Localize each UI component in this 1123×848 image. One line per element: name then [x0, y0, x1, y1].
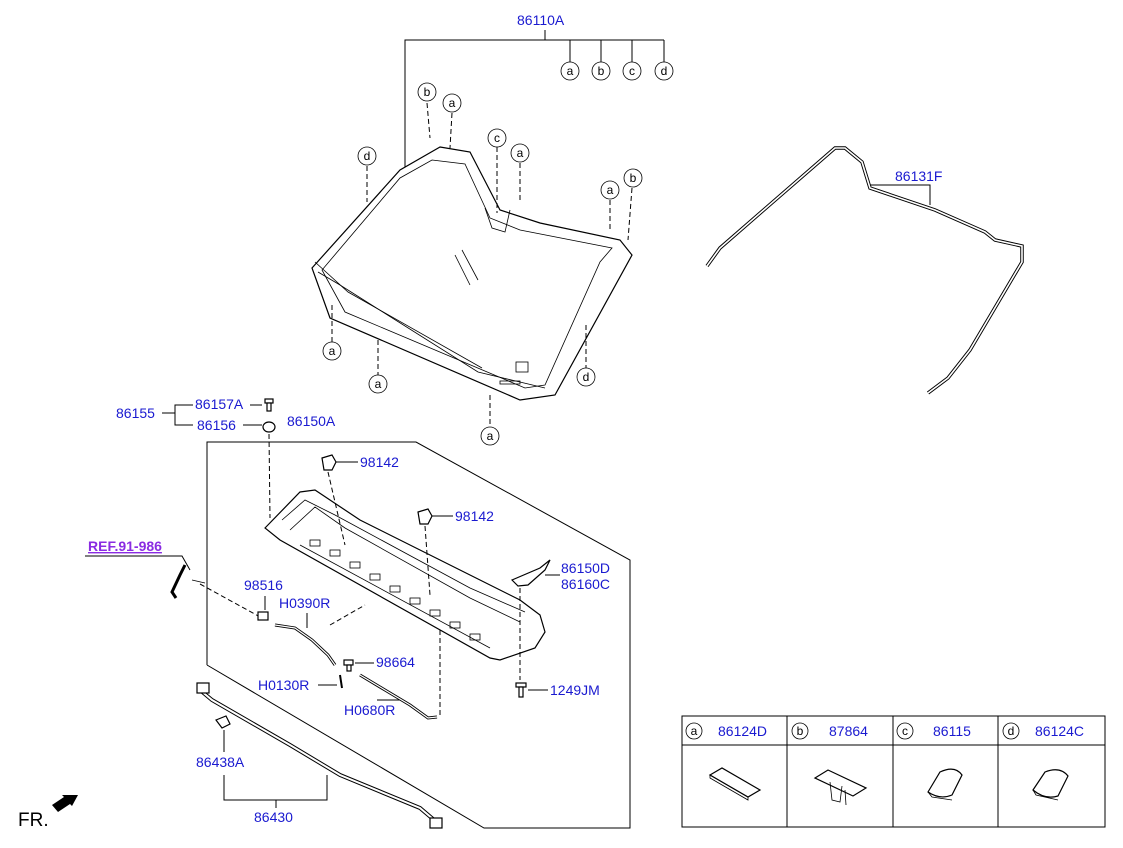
label-86438A[interactable]: 86438A [196, 754, 245, 770]
leader-86110A [404, 39, 664, 170]
svg-text:a: a [449, 96, 456, 110]
callout-a: a [560, 61, 580, 81]
label-H0390R[interactable]: H0390R [279, 595, 330, 611]
ref-hose[interactable] [170, 564, 187, 599]
bolt-1249JM[interactable] [515, 682, 527, 698]
nozzle-98142[interactable] [321, 454, 337, 471]
moulding-group: 86131F [705, 146, 1024, 395]
grommet-86156[interactable] [262, 421, 276, 433]
front-arrow-icon [52, 795, 78, 812]
svg-text:b: b [424, 85, 431, 99]
label-86156[interactable]: 86156 [197, 417, 236, 433]
callout-a: a [368, 374, 388, 394]
callout-a: a [600, 180, 620, 200]
svg-text:87864: 87864 [829, 723, 868, 739]
label-86160C[interactable]: 86160C [561, 576, 610, 592]
label-98142-a[interactable]: 98142 [360, 454, 399, 470]
windshield-group: 86110A a b c d [311, 12, 674, 446]
svg-text:FR.: FR. [18, 810, 49, 831]
clip-86438A[interactable] [215, 715, 231, 729]
svg-text:b: b [797, 724, 804, 738]
cowl-panel[interactable] [264, 489, 546, 661]
label-86430[interactable]: 86430 [254, 809, 293, 825]
ref-link[interactable]: REF.91-986 [88, 538, 162, 554]
callout-d: d [357, 146, 377, 166]
windshield-glass[interactable] [311, 146, 633, 401]
callout-a: a [480, 426, 500, 446]
connector-98516[interactable] [257, 611, 269, 621]
check-valve-98664[interactable] [343, 659, 354, 672]
hose-H0130R[interactable] [339, 674, 343, 689]
svg-text:d: d [661, 64, 668, 78]
svg-text:a: a [607, 183, 614, 197]
svg-text:d: d [1008, 724, 1015, 738]
callout-d: d [576, 367, 596, 387]
screw-86157A[interactable] [264, 398, 274, 412]
svg-text:a: a [375, 377, 382, 391]
callout-c: c [622, 61, 642, 81]
svg-text:a: a [329, 344, 336, 358]
cowl-boundary [206, 441, 631, 829]
callout-b: b [623, 168, 643, 188]
nozzle-98142[interactable] [417, 508, 433, 525]
svg-text:86115: 86115 [933, 723, 971, 739]
callout-d: d [654, 61, 674, 81]
front-indicator: FR. [18, 795, 78, 831]
svg-text:a: a [691, 724, 698, 738]
moulding-strip[interactable] [705, 146, 1024, 395]
svg-text:a: a [567, 64, 574, 78]
label-86150A[interactable]: 86150A [287, 413, 336, 429]
callout-c: c [487, 128, 507, 148]
label-H0680R[interactable]: H0680R [344, 702, 395, 718]
svg-text:b: b [630, 171, 637, 185]
svg-text:c: c [494, 131, 500, 145]
legend-cell-b[interactable]: b 87864 [791, 722, 868, 806]
svg-text:86124C: 86124C [1035, 723, 1084, 739]
callout-a: a [322, 341, 342, 361]
cowl-cover[interactable] [510, 559, 551, 587]
svg-text:c: c [629, 64, 635, 78]
label-H0130R[interactable]: H0130R [258, 677, 309, 693]
label-98516[interactable]: 98516 [244, 577, 283, 593]
svg-text:b: b [598, 64, 605, 78]
label-86110A[interactable]: 86110A [517, 12, 565, 28]
svg-text:a: a [487, 429, 494, 443]
callout-a: a [510, 143, 530, 163]
label-98664[interactable]: 98664 [376, 654, 415, 670]
label-86131F[interactable]: 86131F [895, 168, 942, 184]
legend-cell-c[interactable]: c 86115 [896, 722, 971, 801]
label-86150D[interactable]: 86150D [561, 560, 610, 576]
callout-a: a [442, 93, 462, 113]
hose-H0390R[interactable] [274, 623, 337, 666]
label-86157A[interactable]: 86157A [195, 396, 244, 412]
legend-cell-a[interactable]: a 86124D [685, 722, 767, 801]
svg-text:d: d [364, 149, 371, 163]
label-1249JM[interactable]: 1249JM [550, 682, 600, 698]
cowl-group: 86155 86157A 86156 86150A [85, 396, 631, 829]
legend-cell-d[interactable]: d 86124C [1002, 722, 1084, 801]
callout-b: b [417, 82, 437, 102]
svg-text:86124D: 86124D [718, 723, 767, 739]
svg-text:d: d [583, 370, 590, 384]
svg-text:c: c [902, 724, 908, 738]
svg-text:a: a [517, 146, 524, 160]
label-86155[interactable]: 86155 [116, 405, 155, 421]
legend-table: a 86124D b 87864 c 86115 d 86124C [681, 715, 1106, 828]
label-98142-b[interactable]: 98142 [455, 508, 494, 524]
callout-b: b [591, 61, 611, 81]
